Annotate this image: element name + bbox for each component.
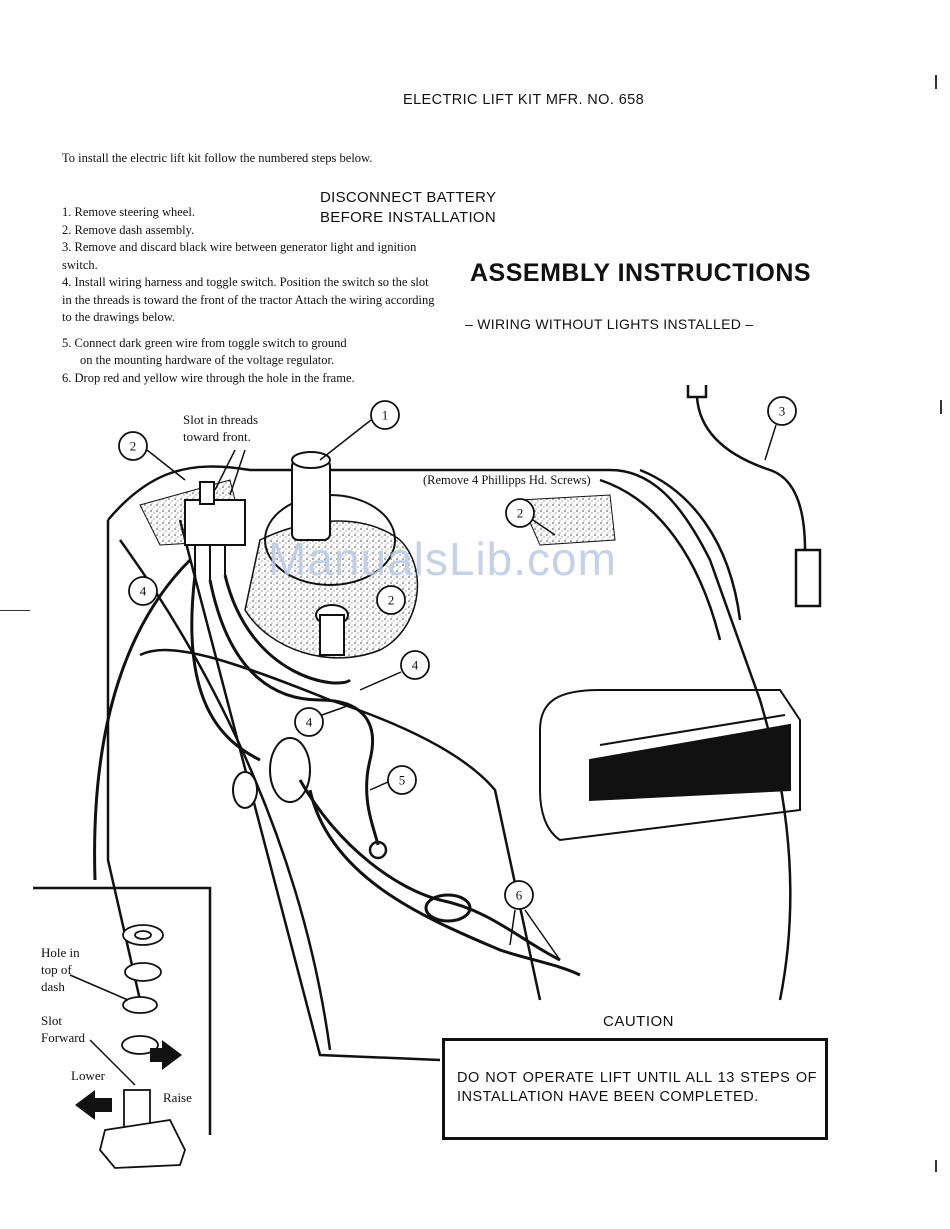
callout-6 (504, 880, 534, 910)
harness-part-3 (686, 385, 822, 608)
inset-lockwasher (124, 962, 162, 982)
callout-3 (767, 396, 797, 426)
caution-box: DO NOT OPERATE LIFT UNTIL ALL 13 STEPS O… (442, 1038, 828, 1140)
callout-4-right-label: 4 (412, 658, 419, 673)
callout-2-switch-label: 2 (130, 439, 137, 454)
scan-mark (935, 1160, 937, 1172)
slot-note-line-1: Slot in threads (183, 412, 258, 427)
callout-5-label: 5 (399, 773, 406, 788)
inset-slot-line-1: Slot (41, 1013, 62, 1028)
inset-washer (122, 996, 158, 1014)
inset-switch-body (99, 1119, 186, 1169)
inset-detail (33, 886, 212, 1169)
tractor-body (106, 465, 792, 1062)
step-2: 2. Remove dash assembly. (62, 222, 195, 237)
callout-markers (118, 396, 797, 910)
installation-steps: 1. Remove steering wheel. 2. Remove dash… (62, 204, 437, 387)
frame-hole (424, 893, 472, 923)
callout-1-label: 1 (382, 408, 389, 423)
callout-3-label: 3 (779, 404, 786, 419)
inset-plate (121, 1035, 159, 1055)
assembly-instructions-heading: ASSEMBLY INSTRUCTIONS (470, 259, 812, 287)
wiring-harness (93, 558, 581, 977)
scan-mark (940, 400, 942, 414)
screws-note: (Remove 4 Phillipps Hd. Screws) (423, 473, 591, 487)
callout-4-left-label: 4 (140, 584, 147, 599)
callout-2-switch (118, 431, 148, 461)
disconnect-battery-warning: DISCONNECT BATTERY BEFORE INSTALLATION (320, 188, 496, 228)
step-1: 1. Remove steering wheel. (62, 205, 195, 219)
callout-2-screws-label: 2 (517, 506, 524, 521)
callout-2-dash (376, 585, 406, 615)
document-title: ELECTRIC LIFT KIT MFR. NO. 658 (403, 92, 645, 108)
step-5: 5. Connect dark green wire from toggle s… (62, 335, 347, 350)
ring-terminal (368, 840, 388, 860)
emblem (539, 689, 801, 842)
callout-1 (370, 400, 400, 430)
scan-mark (0, 610, 30, 611)
step-4: 4. Install wiring harness and toggle swi… (62, 275, 435, 324)
intro-text: To install the electric lift kit follow … (62, 151, 373, 165)
ignition-knob (315, 604, 349, 656)
inset-raise-label: Raise (163, 1090, 192, 1105)
callout-5 (387, 765, 417, 795)
callout-6-label: 6 (516, 888, 523, 903)
caution-label: CAUTION (603, 1013, 674, 1030)
scan-mark (935, 75, 937, 89)
toggle-switch (184, 481, 246, 580)
warning-line-1: DISCONNECT BATTERY (320, 189, 497, 206)
grommet (232, 737, 311, 809)
warning-line-2: BEFORE INSTALLATION (320, 209, 497, 226)
inset-hole-line-2: top of (41, 962, 72, 977)
inset-hole-line-1: Hole in (41, 945, 80, 960)
wiring-diagram: 1 2 3 2 2 4 4 4 5 6 Slot in threads towa… (33, 385, 822, 1169)
slot-note-line-2: toward front. (183, 429, 251, 444)
callout-2-dash-label: 2 (388, 593, 395, 608)
step-3: 3. Remove and discard black wire between… (62, 240, 417, 272)
callout-2-screws (505, 498, 535, 528)
callout-4-mid-label: 4 (306, 715, 313, 730)
inset-raise-arrow (150, 1040, 182, 1070)
steering-shaft (264, 451, 396, 586)
inset-hole-line-3: dash (41, 979, 65, 994)
callout-4-right (400, 650, 430, 680)
dash-panel (244, 520, 419, 659)
step-6: 6. Drop red and yellow wire through the … (62, 370, 355, 385)
step-5-continued: on the mounting hardware of the voltage … (80, 353, 335, 367)
inset-slot-line-2: Forward (41, 1030, 86, 1045)
leader-lines (146, 419, 777, 961)
watermark: ManualsLib.com (268, 533, 617, 585)
callout-4-left (128, 576, 158, 606)
dash-speckle-right (519, 494, 616, 546)
callout-4-mid (294, 707, 324, 737)
inset-lower-label: Lower (71, 1068, 106, 1083)
caution-text: DO NOT OPERATE LIFT UNTIL ALL 13 STEPS O… (457, 1070, 817, 1105)
inset-lower-arrow (75, 1090, 112, 1120)
wiring-subtitle: – WIRING WITHOUT LIGHTS INSTALLED – (465, 316, 754, 332)
